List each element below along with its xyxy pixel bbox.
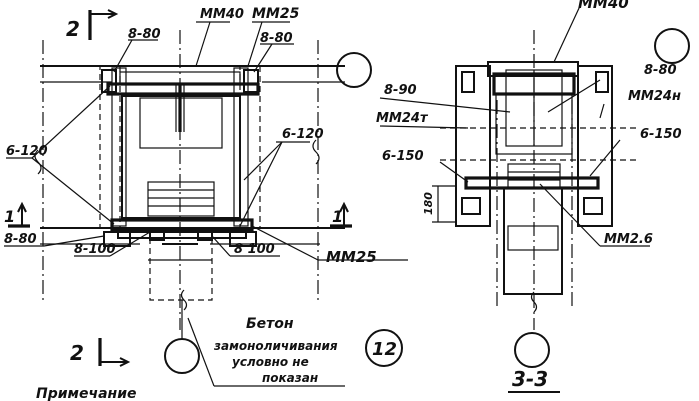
- note-line-2: замоноличивания: [213, 339, 338, 353]
- section-2-top-number: 2: [66, 17, 80, 41]
- label-8-100-left: 8-100: [74, 242, 116, 257]
- weld-block-1: [101, 69, 117, 93]
- section-1-right-number: 1: [332, 207, 343, 226]
- section-mark-2-bottom: [98, 338, 131, 367]
- axis-bubble-left-bottom: [164, 338, 200, 374]
- column-left: [99, 65, 121, 229]
- inner-frame: [121, 95, 241, 219]
- note-line-3: условно не: [232, 355, 309, 369]
- column-stub: [149, 229, 213, 301]
- leaders-right: [379, 5, 650, 247]
- axis-bubble-right-top: [654, 28, 690, 64]
- note-line-1: Бетон: [246, 316, 294, 332]
- label-6-150-left: 6-150: [382, 149, 424, 164]
- r-lower-block: [507, 225, 559, 251]
- stub-cap-right: [197, 229, 213, 241]
- label-8-80-right: 8-80: [644, 63, 677, 78]
- leaders-left: [4, 21, 408, 261]
- label-6-120-left: 6-120: [6, 144, 48, 159]
- dimension-180-value: 180: [422, 192, 435, 215]
- dimension-180: [432, 185, 456, 223]
- label-6-150-right: 6-150: [640, 127, 682, 142]
- inner-frame-2: [139, 97, 223, 149]
- label-mm24n: ММ24н: [628, 89, 681, 104]
- column-left-inner: [111, 67, 127, 227]
- r-column-right: [577, 65, 613, 227]
- r-lower-column: [503, 187, 563, 295]
- note-line-4: показан: [262, 371, 318, 385]
- r-column-left: [455, 65, 491, 227]
- r-weld-bl: [461, 197, 481, 215]
- weld-block-3: [103, 231, 131, 247]
- stub-break: [180, 289, 188, 311]
- label-mm24t: ММ24т: [376, 111, 429, 126]
- break-left: [34, 149, 42, 175]
- r-break-bottom: [530, 291, 538, 313]
- label-mm25-top: ММ25: [252, 6, 300, 22]
- weld-block-4: [229, 231, 257, 247]
- bottom-plate-b: [117, 231, 247, 239]
- section-3-3-title: 3-3: [512, 367, 548, 391]
- label-8-100-right: 8 100: [234, 242, 275, 257]
- section-mark-1-left: [8, 201, 30, 228]
- label-6-120-right: 6-120: [282, 127, 324, 142]
- label-8-80-left: 8-80: [4, 232, 37, 247]
- axis-bubble-left-top: [336, 52, 372, 88]
- right-view: [440, 30, 636, 330]
- section-1-left-number: 1: [4, 207, 15, 226]
- label-mm25-right: ММ25: [326, 248, 377, 266]
- section-2-bottom-number: 2: [70, 341, 84, 365]
- label-mm26: ММ2.6: [604, 232, 653, 247]
- remark-heading: Примечание: [36, 386, 137, 401]
- axis-bubble-right-bottom: [514, 332, 550, 368]
- detail-circle: [365, 329, 403, 367]
- r-weld-tl: [461, 71, 475, 93]
- section-mark-2-top: [88, 9, 119, 40]
- column-right-inner: [233, 67, 249, 227]
- label-mm40-right: ММ40: [578, 0, 629, 12]
- detail-number: 12: [372, 339, 397, 360]
- label-8-90: 8-90: [384, 83, 417, 98]
- concrete-note: Бетон замоноличивания условно не показан: [187, 316, 345, 387]
- r-top-beam: [487, 61, 579, 77]
- label-8-80-top-right: 8-80: [260, 31, 293, 46]
- left-view: [34, 30, 345, 330]
- top-plate: [106, 82, 260, 96]
- label-mm40-left: ММ40: [200, 7, 244, 22]
- break-right: [312, 139, 320, 165]
- weld-block-2: [243, 69, 259, 93]
- r-weld-br: [583, 197, 603, 215]
- hatch-block: [147, 181, 215, 217]
- label-8-80-top-left: 8-80: [128, 27, 161, 42]
- bottom-plate: [110, 218, 254, 232]
- stub-cap-left: [149, 229, 165, 241]
- section-mark-1-right: [330, 201, 352, 228]
